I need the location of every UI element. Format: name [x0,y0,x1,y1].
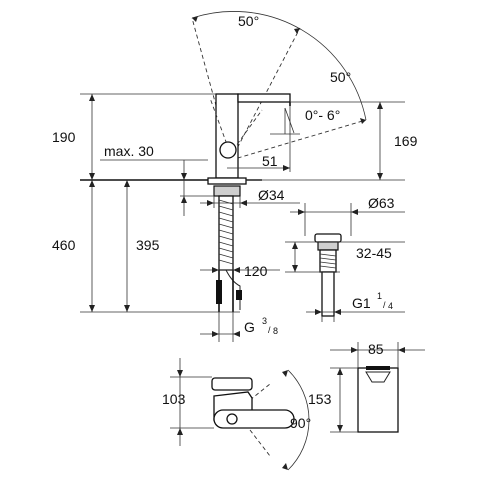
arrowhead [124,305,130,312]
swivel-ray-right [230,119,367,161]
lever-ghost-2 [232,109,263,151]
label-height-153: 153 [308,391,332,407]
side-top-cap [366,366,390,370]
label-height-190: 190 [52,129,76,145]
arrowhead [89,305,95,312]
waste-cap [314,233,342,243]
label-g-frac-num: 3 [262,316,267,326]
waste-valve [285,203,405,322]
faucet-body [215,93,239,179]
arrowhead [315,309,322,315]
faucet-side-view [330,342,425,433]
hose-braid [218,199,234,265]
label-hole-dia: Ø34 [258,187,285,203]
lever-pivot [219,141,237,159]
arrowhead [124,180,130,187]
arrowhead [89,94,95,101]
arrowhead [292,242,298,249]
top-spout [213,409,295,429]
swivel-ray-mid [230,27,301,161]
label-swivel-angle-1: 50° [238,13,259,29]
waste-tail [321,271,335,317]
arrowhead [89,180,95,187]
arrowhead [207,200,214,206]
label-thread-g: G [244,319,255,335]
label-swivel-angle-2: 50° [330,69,351,85]
arrowhead [337,425,343,432]
swivel-arc [191,11,367,121]
top-aerator [226,413,238,425]
label-spout-51: 51 [262,153,278,169]
label-waste-dia: Ø63 [368,195,395,211]
arrowhead [282,370,288,377]
arrowhead [212,267,219,273]
label-tilt-range: 0°- 6° [305,107,340,123]
arrowhead [334,309,341,315]
arrowhead [398,347,405,353]
arrowhead [240,200,247,206]
arrowhead [282,463,288,470]
arrowhead [377,173,383,180]
waste-thread-marks [319,253,337,269]
side-body [357,367,399,433]
arrowhead [294,28,300,34]
arrowhead [377,102,383,109]
faucet-base [207,177,247,185]
side-lever [365,371,391,383]
arrowhead [192,16,198,22]
label-width-85: 85 [368,341,384,357]
vertical-dimensions [80,93,405,342]
faucet-front-view [80,11,367,312]
label-g-slash: / [268,325,271,335]
label-height-460: 460 [52,237,76,253]
top-lever [211,377,253,391]
lever-ghost [209,97,230,151]
arrowhead [181,196,187,203]
label-angle-90: 90° [290,415,311,431]
label-top-103: 103 [162,391,186,407]
arrowhead [212,331,219,337]
arrowhead [283,165,290,171]
faucet-spout [237,93,291,103]
tilt-line-2 [284,107,295,134]
arrowhead [360,118,366,124]
label-height-395: 395 [136,237,160,253]
label-g1-frac-num: 1 [377,291,382,301]
arrowhead [181,173,187,180]
waste-threaded [319,249,337,273]
label-g-frac-den: 8 [273,326,278,336]
arrowhead [351,347,358,353]
arrowhead [233,267,240,273]
rotation-arc [287,369,310,471]
faucet-top-view [170,358,310,471]
rotation-ghost [249,383,271,457]
label-thread-g1: G1 [352,295,371,311]
arrowhead [177,428,183,435]
arrowhead [292,265,298,272]
label-height-169: 169 [394,133,418,149]
arrowhead [89,173,95,180]
mount-nut [213,185,241,197]
arrowhead [298,209,305,215]
label-range-32-45: 32-45 [356,245,392,261]
arrowhead [233,331,240,337]
arrowhead [177,370,183,377]
label-hose-120: 120 [244,263,268,279]
waste-body [317,241,339,251]
hose-fitting-2 [236,290,242,300]
arrowhead [351,209,358,215]
arrowhead [337,368,343,375]
label-g1-frac-den: 4 [388,301,393,311]
label-max-30: max. 30 [104,143,154,159]
label-g1-slash: / [383,300,386,310]
